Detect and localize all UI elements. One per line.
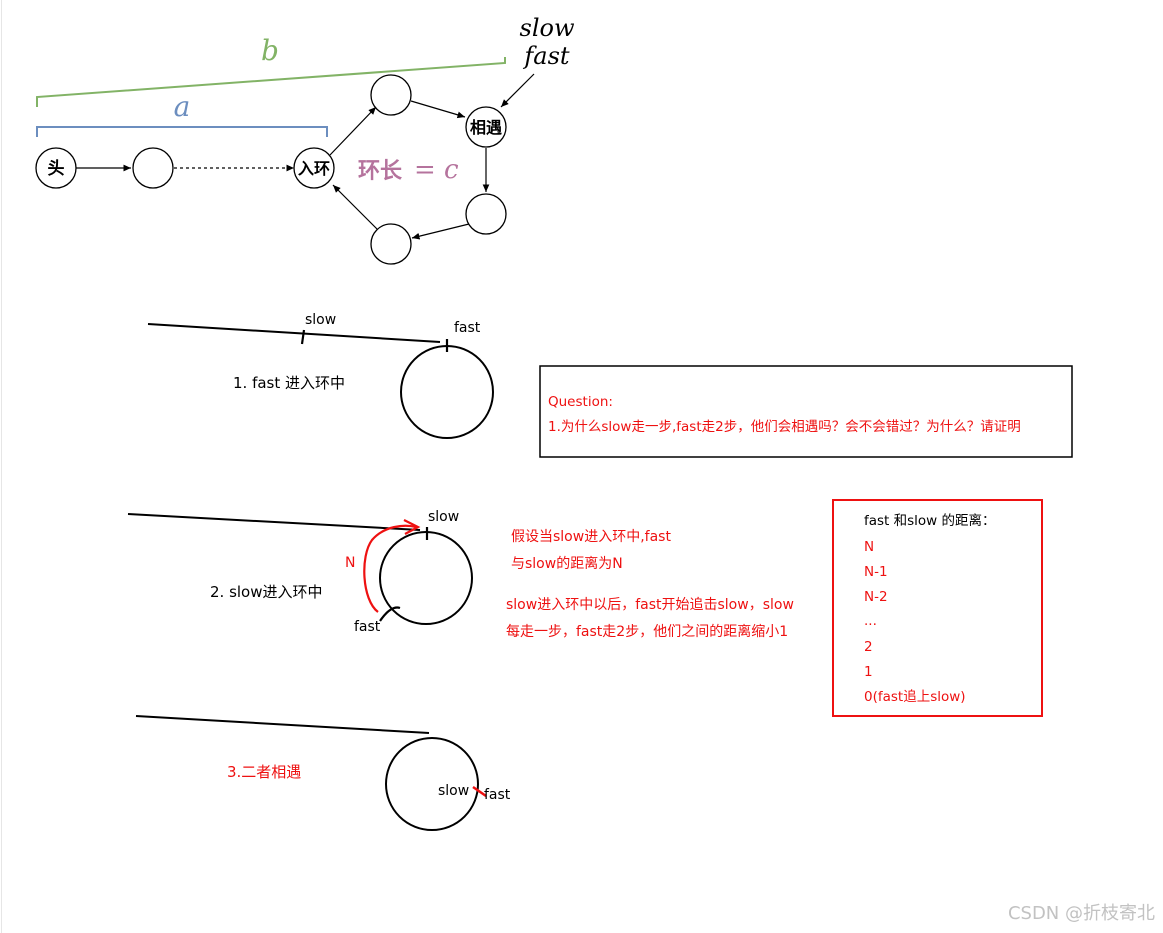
cycle-length-equals: = c <box>414 155 459 185</box>
step2-slow-label: slow <box>428 509 459 525</box>
step2-fast-label: fast <box>354 619 381 635</box>
brace-a-label: a <box>174 90 191 123</box>
node-entry-label: 入环 <box>298 159 330 178</box>
question-title: Question: <box>548 394 613 410</box>
step2-diagram: N slow fast 2. slow进入环中 假设当slow进入环中,fast… <box>127 509 794 640</box>
pointer-arrow <box>500 73 535 108</box>
edge-right-bottom <box>411 223 470 240</box>
step2-note1-line2: 与slow的距离为N <box>511 555 623 572</box>
step1-slow-marker <box>300 329 306 345</box>
step2-note1-line1: 假设当slow进入环中,fast <box>511 529 671 545</box>
step3-fast-label: fast <box>484 787 511 803</box>
question-box: Question: 1.为什么slow走一步,fast走2步，他们会相遇吗？会不… <box>539 365 1073 458</box>
top-linked-list-diagram: b a slow fast 头 入环 相遇 环长 = c <box>35 14 575 265</box>
node-entry <box>293 147 335 189</box>
node-head-label: 头 <box>48 159 65 179</box>
step3-cycle <box>385 737 479 831</box>
question-box-frame <box>539 365 1073 458</box>
edge-bottom-entry <box>332 184 378 230</box>
node-cycle-bottom <box>370 223 412 265</box>
edge-top-meet <box>410 100 466 119</box>
distance-item: ... <box>864 613 877 629</box>
brace-b <box>36 57 506 107</box>
node-plain-1 <box>132 147 174 189</box>
watermark: CSDN @折枝寄北 <box>1008 903 1155 924</box>
step3-slow-label: slow <box>438 783 469 799</box>
step2-n-label: N <box>345 555 355 571</box>
distance-box-title: fast 和slow 的距离： <box>864 512 996 529</box>
step2-fast-marker <box>379 606 401 622</box>
brace-a <box>36 126 328 137</box>
step1-fast-label: fast <box>454 320 481 336</box>
distance-box-frame <box>832 499 1043 717</box>
step1-caption: 1. fast 进入环中 <box>233 374 345 392</box>
distance-box: fast 和slow 的距离： N N-1 N-2 ... 2 1 0(fast… <box>832 499 1043 717</box>
step3-meeting-marker <box>472 785 487 798</box>
step2-straight-path <box>127 513 421 531</box>
cycle-length-label: 环长 <box>358 159 403 184</box>
brace-b-label: b <box>261 34 279 67</box>
distance-item: 1 <box>864 664 873 680</box>
step1-cycle <box>400 345 494 439</box>
node-cycle-right <box>465 193 507 235</box>
step3-caption: 3.二者相遇 <box>227 763 301 781</box>
step3-diagram: slow fast 3.二者相遇 <box>135 715 511 831</box>
node-meet <box>465 106 507 148</box>
pointer-label-fast: fast <box>522 42 570 70</box>
step2-distance-arrowhead <box>403 519 421 535</box>
step2-note2-line1: slow进入环中以后，fast开始追击slow，slow <box>506 597 794 613</box>
node-cycle-top <box>370 74 412 116</box>
step3-straight-path <box>135 715 430 734</box>
edge-entry-top <box>329 106 377 156</box>
step2-cycle <box>379 531 473 625</box>
step2-distance-arc <box>363 524 417 613</box>
node-meet-label: 相遇 <box>470 118 502 137</box>
pointer-label-slow: slow <box>520 14 575 42</box>
distance-item: N-2 <box>864 589 888 605</box>
distance-item: 0(fast追上slow) <box>864 689 966 705</box>
step1-diagram: slow fast 1. fast 进入环中 <box>147 312 494 439</box>
step2-note2-line2: 每走一步，fast走2步，他们之间的距离缩小1 <box>506 623 788 640</box>
step1-straight-path <box>147 323 441 343</box>
distance-item: 2 <box>864 639 873 655</box>
step2-caption: 2. slow进入环中 <box>210 583 323 601</box>
node-head <box>35 147 77 189</box>
distance-item: N <box>864 539 874 555</box>
question-text: 1.为什么slow走一步,fast走2步，他们会相遇吗？会不会错过？为什么？请证… <box>548 419 1021 435</box>
distance-item: N-1 <box>864 564 888 580</box>
step1-slow-label: slow <box>305 312 336 328</box>
